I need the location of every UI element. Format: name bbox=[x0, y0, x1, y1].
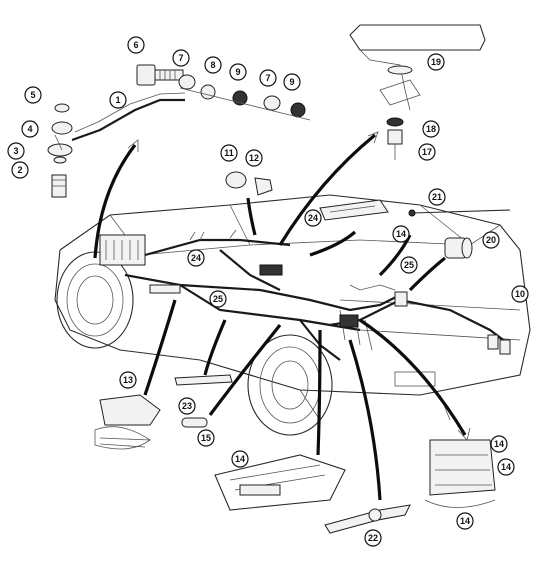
callout-22: 22 bbox=[364, 529, 382, 547]
callout-label: 20 bbox=[486, 235, 496, 245]
callout-label: 2 bbox=[17, 165, 22, 175]
alignment-pin bbox=[174, 374, 233, 386]
callout-24a: 24 bbox=[187, 249, 205, 267]
callout-label: 6 bbox=[133, 40, 138, 50]
callout-14d: 14 bbox=[497, 458, 515, 476]
callout-14c: 14 bbox=[490, 435, 508, 453]
callout-25a: 25 bbox=[400, 256, 418, 274]
side-marker-lamp bbox=[94, 394, 161, 450]
sensor-rod bbox=[408, 209, 511, 217]
callout-label: 10 bbox=[515, 289, 525, 299]
callout-6: 6 bbox=[127, 36, 145, 54]
interior-lamp-top bbox=[319, 199, 389, 221]
floor-lamp-assembly bbox=[214, 454, 346, 511]
callout-label: 23 bbox=[182, 401, 192, 411]
callout-label: 15 bbox=[201, 433, 211, 443]
callout-9b: 9 bbox=[283, 73, 301, 91]
callout-9a: 9 bbox=[229, 63, 247, 81]
callout-label: 22 bbox=[368, 533, 378, 543]
callout-label: 24 bbox=[191, 253, 201, 263]
callout-label: 7 bbox=[265, 73, 270, 83]
callout-label: 21 bbox=[432, 192, 442, 202]
callout-label: 4 bbox=[27, 124, 32, 134]
callout-label: 19 bbox=[431, 57, 441, 67]
bolt-and-washers bbox=[136, 64, 311, 121]
callout-24b: 24 bbox=[304, 209, 322, 227]
callout-7b: 7 bbox=[259, 69, 277, 87]
callout-11: 11 bbox=[220, 144, 238, 162]
callout-label: 5 bbox=[30, 90, 35, 100]
callout-7a: 7 bbox=[172, 49, 190, 67]
callout-10: 10 bbox=[511, 285, 529, 303]
callout-1: 1 bbox=[109, 91, 127, 109]
callout-18: 18 bbox=[422, 120, 440, 138]
callout-17: 17 bbox=[418, 143, 436, 161]
callout-label: 25 bbox=[404, 260, 414, 270]
callout-14a: 14 bbox=[392, 225, 410, 243]
bulb-part bbox=[181, 417, 208, 428]
callout-label: 11 bbox=[224, 148, 234, 158]
callout-13: 13 bbox=[119, 371, 137, 389]
callout-2: 2 bbox=[11, 161, 29, 179]
callouts: 1 2 3 4 5 6 7 8 9 7 9 10 11 12 13 14 14 … bbox=[7, 36, 529, 547]
callout-15: 15 bbox=[197, 429, 215, 447]
relay-part bbox=[444, 237, 473, 259]
callout-label: 14 bbox=[235, 454, 245, 464]
front-wheel bbox=[56, 251, 134, 349]
callout-label: 12 bbox=[249, 153, 259, 163]
battery-bracket bbox=[349, 24, 486, 160]
wrench-tool bbox=[324, 504, 411, 534]
callout-4: 4 bbox=[21, 120, 39, 138]
callout-19: 19 bbox=[427, 53, 445, 71]
fuse-box bbox=[99, 234, 146, 266]
callout-label: 8 bbox=[210, 60, 215, 70]
callout-label: 14 bbox=[396, 229, 406, 239]
callout-label: 14 bbox=[460, 516, 470, 526]
callout-12: 12 bbox=[245, 149, 263, 167]
callout-23: 23 bbox=[178, 397, 196, 415]
callout-label: 17 bbox=[422, 147, 432, 157]
callout-21: 21 bbox=[428, 188, 446, 206]
callout-20: 20 bbox=[482, 231, 500, 249]
callout-14b: 14 bbox=[231, 450, 249, 468]
callout-label: 7 bbox=[178, 53, 183, 63]
callout-label: 9 bbox=[289, 77, 294, 87]
callout-label: 9 bbox=[235, 67, 240, 77]
callout-label: 14 bbox=[501, 462, 511, 472]
callout-3: 3 bbox=[7, 142, 25, 160]
callout-5: 5 bbox=[24, 86, 42, 104]
ground-cable-assembly bbox=[47, 92, 186, 198]
grommet-parts bbox=[225, 171, 273, 196]
tail-lamp-assembly bbox=[424, 439, 496, 508]
callout-25b: 25 bbox=[209, 290, 227, 308]
leader-arrows bbox=[93, 131, 471, 501]
callout-label: 25 bbox=[213, 294, 223, 304]
callout-label: 3 bbox=[13, 146, 18, 156]
callout-14e: 14 bbox=[456, 512, 474, 530]
callout-label: 14 bbox=[494, 439, 504, 449]
callout-label: 1 bbox=[115, 95, 120, 105]
callout-8: 8 bbox=[204, 56, 222, 74]
callout-label: 13 bbox=[123, 375, 133, 385]
callout-label: 24 bbox=[308, 213, 318, 223]
callout-label: 18 bbox=[426, 124, 436, 134]
